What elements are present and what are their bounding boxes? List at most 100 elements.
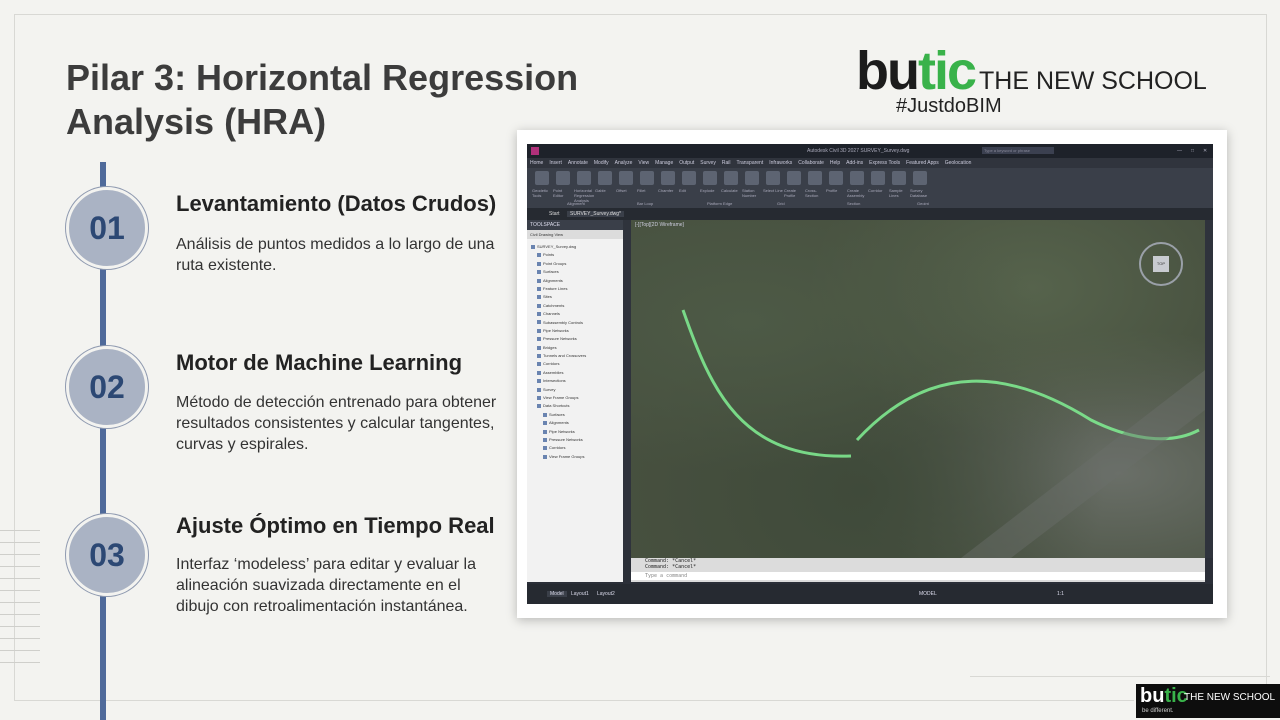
ribbon-tab-12[interactable]: Collaborate xyxy=(798,160,824,166)
ribbon-group-label-3: Grid xyxy=(777,201,785,206)
tree-item[interactable]: Intersections xyxy=(529,377,623,385)
tree-item-label: Survey xyxy=(543,386,556,392)
brand-hashtag: #JustdoBIM xyxy=(896,95,1002,117)
status-bar: Model Layout1 Layout2 MODEL 1:1 xyxy=(527,584,1213,604)
tree-item[interactable]: Pressure Networks xyxy=(529,436,623,444)
ribbon-button-5[interactable] xyxy=(640,171,654,185)
ribbon-button-9[interactable] xyxy=(724,171,738,185)
ribbon-tab-6[interactable]: Manage xyxy=(655,160,674,166)
ribbon-button-label-11: Select Line xyxy=(763,188,783,193)
tree-item[interactable]: Survey xyxy=(529,386,623,394)
ribbon-button-1[interactable] xyxy=(556,171,570,185)
ribbon-tab-1[interactable]: Insert xyxy=(549,160,562,166)
ribbon-button-7[interactable] xyxy=(682,171,696,185)
tree-item[interactable]: Alignments xyxy=(529,419,623,427)
ribbon-button-12[interactable] xyxy=(787,171,801,185)
ribbon-button-4[interactable] xyxy=(619,171,633,185)
tree-item-label: Pipe Networks xyxy=(549,428,575,434)
ribbon-tab-3[interactable]: Modify xyxy=(593,160,609,166)
tree-item[interactable]: Surfaces xyxy=(529,411,623,419)
tree-item[interactable]: Sites xyxy=(529,293,623,301)
ribbon-button-16[interactable] xyxy=(871,171,885,185)
tree-item[interactable]: Alignments xyxy=(529,277,623,285)
tree-item[interactable]: View Frame Groups xyxy=(529,394,623,402)
step-3-description: Interfaz ‘modeless’ para editar y evalua… xyxy=(176,556,476,615)
viewport-label[interactable]: [-][Top][2D Wireframe] xyxy=(635,222,684,228)
brand-school: THE NEW SCHOOL xyxy=(979,67,1207,95)
ribbon-tab-8[interactable]: Survey xyxy=(700,160,716,166)
ribbon-tab-17[interactable]: Geolocation xyxy=(944,160,972,166)
ribbon-button-17[interactable] xyxy=(892,171,906,185)
layout-tab-2[interactable]: Layout2 xyxy=(597,591,615,597)
ribbon-button-15[interactable] xyxy=(850,171,864,185)
maximize-icon[interactable]: □ xyxy=(1191,148,1195,154)
command-input[interactable]: Type a command xyxy=(631,572,1205,580)
tree-item[interactable]: Pipe Networks xyxy=(529,428,623,436)
ribbon-button-label-16: Corridor xyxy=(868,188,883,193)
navigation-bar[interactable] xyxy=(1205,220,1213,558)
viewcube[interactable]: TOP xyxy=(1139,242,1183,286)
tree-item[interactable]: Surfaces xyxy=(529,268,623,276)
drawing-viewport[interactable]: [-][Top][2D Wireframe] TOP xyxy=(631,220,1205,558)
minimize-icon[interactable]: — xyxy=(1177,148,1182,154)
software-screenshot: Autodesk Civil 3D 2027 SURVEY_Survey.dwg… xyxy=(517,130,1227,618)
ribbon-button-11[interactable] xyxy=(766,171,780,185)
tree-item[interactable]: Bridges xyxy=(529,344,623,352)
timeline-bar xyxy=(100,162,106,720)
ribbon-button-13[interactable] xyxy=(808,171,822,185)
doc-tab-drawing[interactable]: SURVEY_Survey.dwg* xyxy=(567,211,624,217)
tree-item-icon xyxy=(537,312,541,317)
ribbon-tab-2[interactable]: Annotate xyxy=(567,160,588,166)
search-input[interactable]: Type a keyword or phrase xyxy=(982,147,1054,154)
tree-item[interactable]: Feature Lines xyxy=(529,285,623,293)
tree-item[interactable]: Data Shortcuts xyxy=(529,402,623,410)
close-icon[interactable]: ✕ xyxy=(1203,148,1208,154)
ribbon-tab-9[interactable]: Rail xyxy=(721,160,731,166)
tree-item[interactable]: Point Groups xyxy=(529,260,623,268)
ribbon-button-6[interactable] xyxy=(661,171,675,185)
ribbon-button-label-8: Explode xyxy=(700,188,715,193)
tree-item[interactable]: Assemblies xyxy=(529,369,623,377)
ribbon-button-14[interactable] xyxy=(829,171,843,185)
tree-item[interactable]: Pressure Networks xyxy=(529,335,623,343)
ribbon-tab-0[interactable]: Home xyxy=(530,160,544,166)
ribbon-tab-13[interactable]: Help xyxy=(829,160,841,166)
tree-item-label: SURVEY_Survey.dwg xyxy=(537,244,577,249)
ribbon-button-0[interactable] xyxy=(535,171,549,185)
tree-item[interactable]: Corridors xyxy=(529,444,623,452)
status-scale[interactable]: 1:1 xyxy=(1057,591,1064,597)
ribbon-tab-16[interactable]: Featured Apps xyxy=(906,160,939,166)
layout-tab-model[interactable]: Model xyxy=(547,591,567,597)
tree-item[interactable]: Pipe Networks xyxy=(529,327,623,335)
ribbon-tab-15[interactable]: Express Tools xyxy=(869,160,901,166)
tree-item[interactable]: Points xyxy=(529,251,623,259)
tree-item[interactable]: Corridors xyxy=(529,360,623,368)
ribbon-button-2[interactable] xyxy=(577,171,591,185)
ribbon-button-3[interactable] xyxy=(598,171,612,185)
toolspace-side-tabs[interactable] xyxy=(623,220,631,550)
viewcube-face[interactable]: TOP xyxy=(1153,256,1169,272)
ribbon-tab-4[interactable]: Analyze xyxy=(614,160,633,166)
tree-item[interactable]: Tunnels and Crossovers xyxy=(529,352,623,360)
tree-item[interactable]: Subassembly Controls xyxy=(529,319,623,327)
tree-item-label: Corridors xyxy=(549,445,566,451)
ribbon-tab-14[interactable]: Add-ins xyxy=(846,160,864,166)
tree-item[interactable]: View Frame Groups xyxy=(529,453,623,461)
tree-item[interactable]: SURVEY_Survey.dwg xyxy=(529,243,623,251)
tree-item[interactable]: Catchments xyxy=(529,302,623,310)
ribbon-tab-7[interactable]: Output xyxy=(679,160,695,166)
step-1-description: Análisis de puntos medidos a lo largo de… xyxy=(176,236,495,274)
doc-tab-start[interactable]: Start xyxy=(549,211,560,217)
ribbon-button-18[interactable] xyxy=(913,171,927,185)
tree-item-icon xyxy=(537,328,541,333)
ribbon-button-8[interactable] xyxy=(703,171,717,185)
ribbon-tab-11[interactable]: Infraworks xyxy=(769,160,793,166)
tree-item-icon xyxy=(537,295,541,300)
ribbon-tab-5[interactable]: View xyxy=(638,160,650,166)
ribbon-tab-10[interactable]: Transparent xyxy=(736,160,764,166)
ribbon-button-10[interactable] xyxy=(745,171,759,185)
status-model[interactable]: MODEL xyxy=(919,591,937,597)
window-title: Autodesk Civil 3D 2027 SURVEY_Survey.dwg xyxy=(807,148,910,154)
tree-item[interactable]: Channels xyxy=(529,310,623,318)
layout-tab-1[interactable]: Layout1 xyxy=(571,591,589,597)
